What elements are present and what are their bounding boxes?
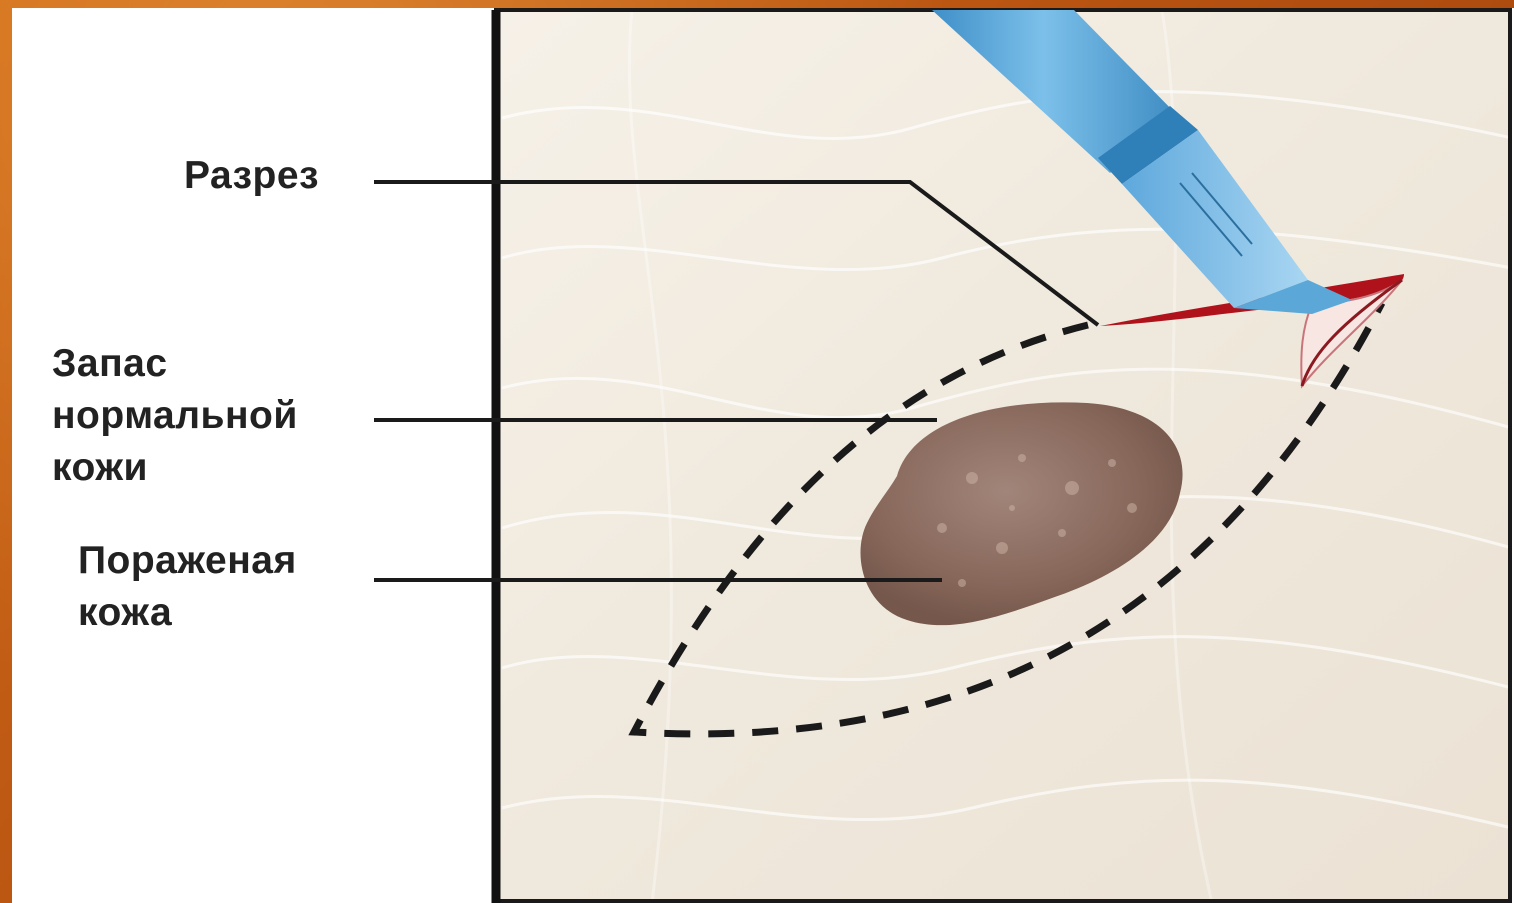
- slide-canvas: Разрез Запас нормальной кожи Пораженая к…: [12, 8, 1514, 903]
- label-incision: Разрез: [184, 150, 319, 202]
- label-affected-skin: Пораженая кожа: [78, 535, 297, 639]
- label-normal-skin-margin: Запас нормальной кожи: [52, 338, 298, 494]
